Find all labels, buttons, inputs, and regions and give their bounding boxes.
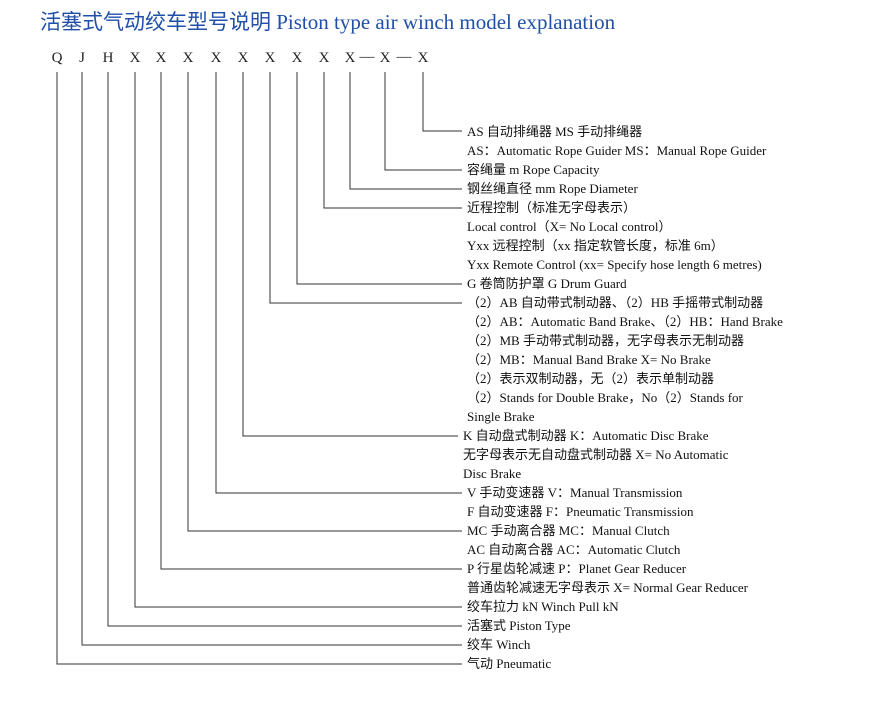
code-letter: X (155, 50, 167, 66)
desc-local-control-cn: 近程控制（标准无字母表示） (467, 200, 637, 215)
desc-disc-brake-2: 无字母表示无自动盘式制动器 X= No Automatic (463, 447, 729, 462)
leader-line (242, 72, 458, 437)
desc-band-brake-7: Single Brake (467, 409, 535, 424)
desc-winch-pull: 绞车拉力 kN Winch Pull kN (467, 599, 619, 614)
desc-rope-diameter: 钢丝绳直径 mm Rope Diameter (467, 181, 638, 196)
leader-line (107, 72, 462, 627)
code-separator: — (396, 49, 412, 65)
desc-band-brake-6: （2）Stands for Double Brake，No（2）Stands f… (467, 390, 743, 405)
desc-automatic-clutch: AC 自动离合器 AC：Automatic Clutch (467, 542, 681, 557)
leader-line (134, 72, 462, 608)
desc-remote-control-cn: Yxx 远程控制（xx 指定软管长度，标准 6m） (467, 238, 724, 253)
leader-line (160, 72, 462, 570)
code-letter: X (237, 50, 249, 66)
desc-manual-transmission: V 手动变速器 V：Manual Transmission (467, 485, 683, 500)
desc-pneumatic-transmission: F 自动变速器 F：Pneumatic Transmission (467, 504, 694, 519)
code-separator: — (359, 49, 375, 65)
desc-disc-brake-1: K 自动盘式制动器 K：Automatic Disc Brake (463, 428, 709, 443)
code-letter: X (379, 50, 391, 66)
code-letter: X (210, 50, 222, 66)
leader-line (215, 72, 462, 494)
desc-band-brake-4: （2）MB：Manual Band Brake X= No Brake (467, 352, 711, 367)
desc-band-brake-2: （2）AB：Automatic Band Brake、（2）HB：Hand Br… (467, 314, 783, 329)
desc-remote-control-en: Yxx Remote Control (xx= Specify hose len… (467, 257, 762, 272)
desc-rope-capacity: 容绳量 m Rope Capacity (467, 162, 600, 177)
desc-normal-gear: 普通齿轮减速无字母表示 X= Normal Gear Reducer (467, 580, 748, 595)
desc-winch: 绞车 Winch (467, 637, 531, 652)
desc-local-control-en: Local control（X= No Local control） (467, 219, 672, 234)
leader-line (269, 72, 462, 304)
desc-band-brake-1: （2）AB 自动带式制动器、（2）HB 手摇带式制动器 (467, 295, 764, 310)
diagram-title: 活塞式气动绞车型号说明 Piston type air winch model … (40, 10, 616, 34)
desc-disc-brake-3: Disc Brake (463, 466, 522, 481)
leader-line (296, 72, 462, 285)
code-letter: X (344, 50, 356, 66)
leader-line (56, 72, 462, 665)
code-letter: X (264, 50, 276, 66)
code-letter: X (417, 50, 429, 66)
leader-line (323, 72, 462, 209)
desc-planet-gear: P 行星齿轮减速 P：Planet Gear Reducer (467, 561, 687, 576)
desc-band-brake-5: （2）表示双制动器，无（2）表示单制动器 (467, 371, 715, 386)
code-letter: X (291, 50, 303, 66)
desc-pneumatic: 气动 Pneumatic (467, 656, 552, 671)
code-letter: J (79, 50, 85, 66)
leader-line (349, 72, 462, 190)
desc-rope-guider-en: AS：Automatic Rope Guider MS：Manual Rope … (467, 143, 767, 158)
desc-band-brake-3: （2）MB 手动带式制动器，无字母表示无制动器 (467, 333, 744, 348)
model-code-row: Q J H X X X X X X X X X — X — X (0, 49, 881, 72)
desc-rope-guider-cn: AS 自动排绳器 MS 手动排绳器 (467, 124, 643, 139)
code-letter: X (182, 50, 194, 66)
code-letter: X (129, 50, 141, 66)
desc-manual-clutch: MC 手动离合器 MC：Manual Clutch (467, 523, 670, 538)
desc-piston-type: 活塞式 Piston Type (467, 618, 571, 633)
code-letter: X (318, 50, 330, 66)
leader-line (422, 72, 462, 132)
code-letter: H (102, 50, 114, 66)
leader-line (384, 72, 462, 171)
code-letter: Q (51, 50, 63, 66)
desc-drum-guard: G 卷筒防护罩 G Drum Guard (467, 276, 627, 291)
leader-line (81, 72, 462, 646)
leader-line (187, 72, 462, 532)
